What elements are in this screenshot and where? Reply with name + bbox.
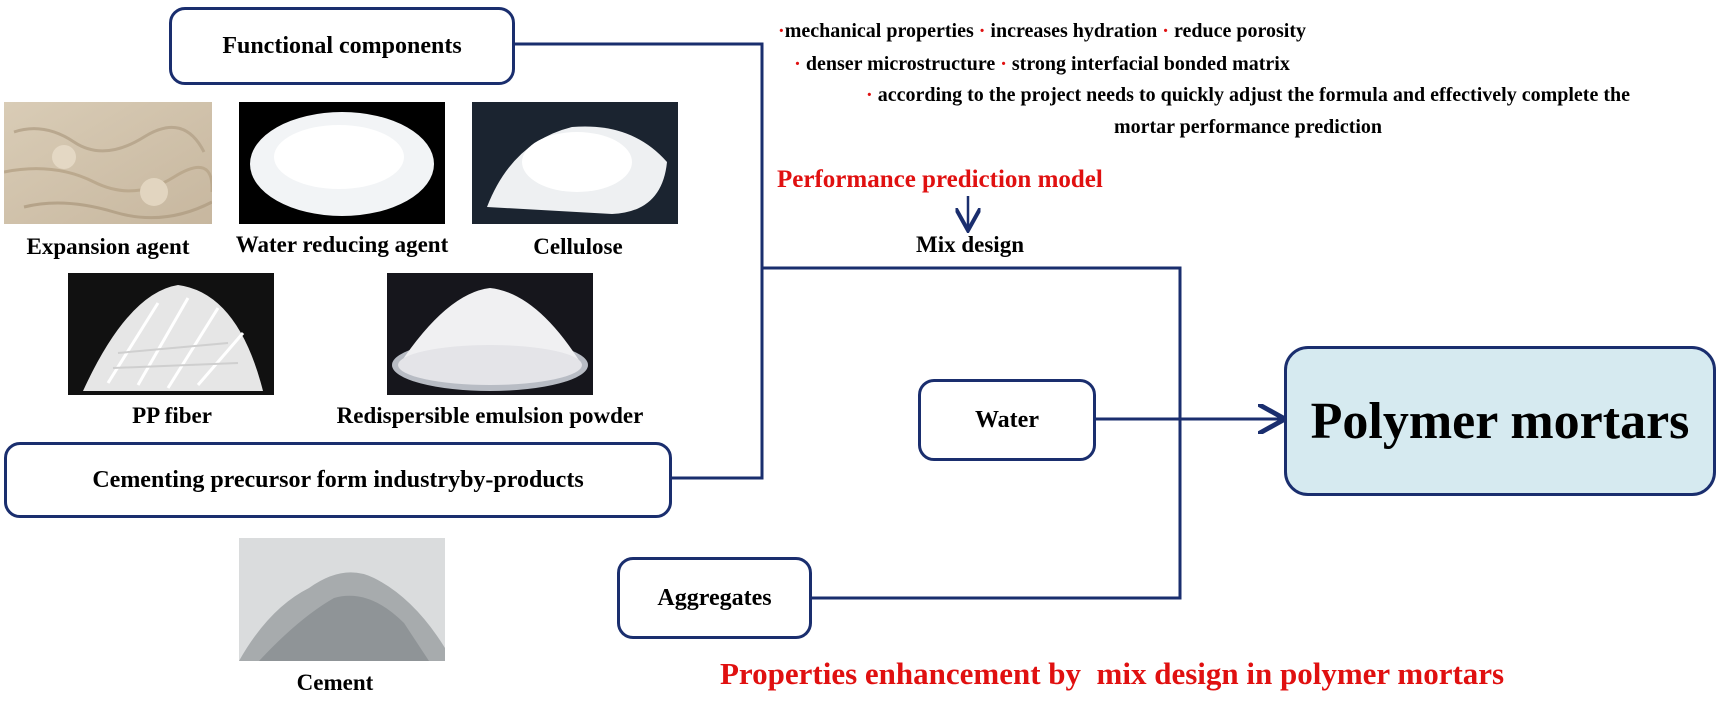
benefits-line-1: ·mechanical properties · increases hydra… (778, 20, 1306, 43)
benefit-increases-hydration: increases hydration (990, 20, 1158, 42)
water-reducing-agent-photo (239, 102, 445, 224)
redispersible-emulsion-powder-photo (387, 273, 593, 395)
benefits-line-2: · denser microstructure · strong interfa… (794, 53, 1290, 76)
cellulose-photo (472, 102, 678, 224)
water-reducing-agent-label: Water reducing agent (235, 232, 449, 257)
pp-fiber-photo (68, 273, 274, 395)
bullet-dot: · (1000, 53, 1007, 75)
cementing-precursor-label: Cementing precursor form industryby-prod… (92, 466, 584, 493)
mix-design-label: Mix design (916, 232, 1024, 257)
aggregates-label: Aggregates (657, 584, 772, 611)
performance-prediction-model-title: Performance prediction model (777, 166, 1103, 193)
benefits-line-3: · according to the project needs to quic… (866, 84, 1630, 107)
bullet-dot: · (866, 84, 873, 106)
functional-connector (470, 42, 764, 480)
cellulose-label: Cellulose (533, 234, 623, 259)
expansion-agent-photo (4, 102, 212, 224)
bullet-dot: · (978, 20, 986, 42)
benefit-reduce-porosity: reduce porosity (1173, 20, 1306, 42)
functional-components-label: Functional components (222, 32, 462, 59)
benefits-line-4: mortar performance prediction (1113, 116, 1383, 138)
bullet-dot: · (794, 53, 801, 75)
cement-photo (239, 538, 445, 661)
bullet-dot: · (778, 20, 785, 42)
benefit-mechanical-properties: mechanical properties (784, 20, 974, 42)
benefit-denser-microstructure: denser microstructure (805, 53, 996, 75)
footer-title: Properties enhancement by mix design in … (720, 656, 1505, 691)
mix-design-connector (762, 266, 1182, 600)
polymer-mortars-box: Polymer mortars (1284, 346, 1716, 496)
benefit-strong-interfacial-bonded-matrix: strong interfacial bonded matrix (1011, 53, 1290, 75)
polymer-mortars-label: Polymer mortars (1310, 392, 1690, 450)
bullet-dot: · (1162, 20, 1169, 42)
pp-fiber-label: PP fiber (132, 403, 212, 428)
aggregates-box: Aggregates (617, 557, 812, 639)
water-label: Water (975, 406, 1039, 433)
water-box: Water (918, 379, 1096, 461)
redispersible-emulsion-powder-label: Redispersible emulsion powder (336, 403, 644, 428)
cementing-precursor-box: Cementing precursor form industryby-prod… (4, 442, 672, 518)
functional-components-box: Functional components (169, 7, 515, 85)
expansion-agent-label: Expansion agent (26, 234, 190, 259)
benefit-quick-formula-adjustment: according to the project needs to quickl… (877, 84, 1630, 106)
cement-label: Cement (296, 670, 374, 695)
